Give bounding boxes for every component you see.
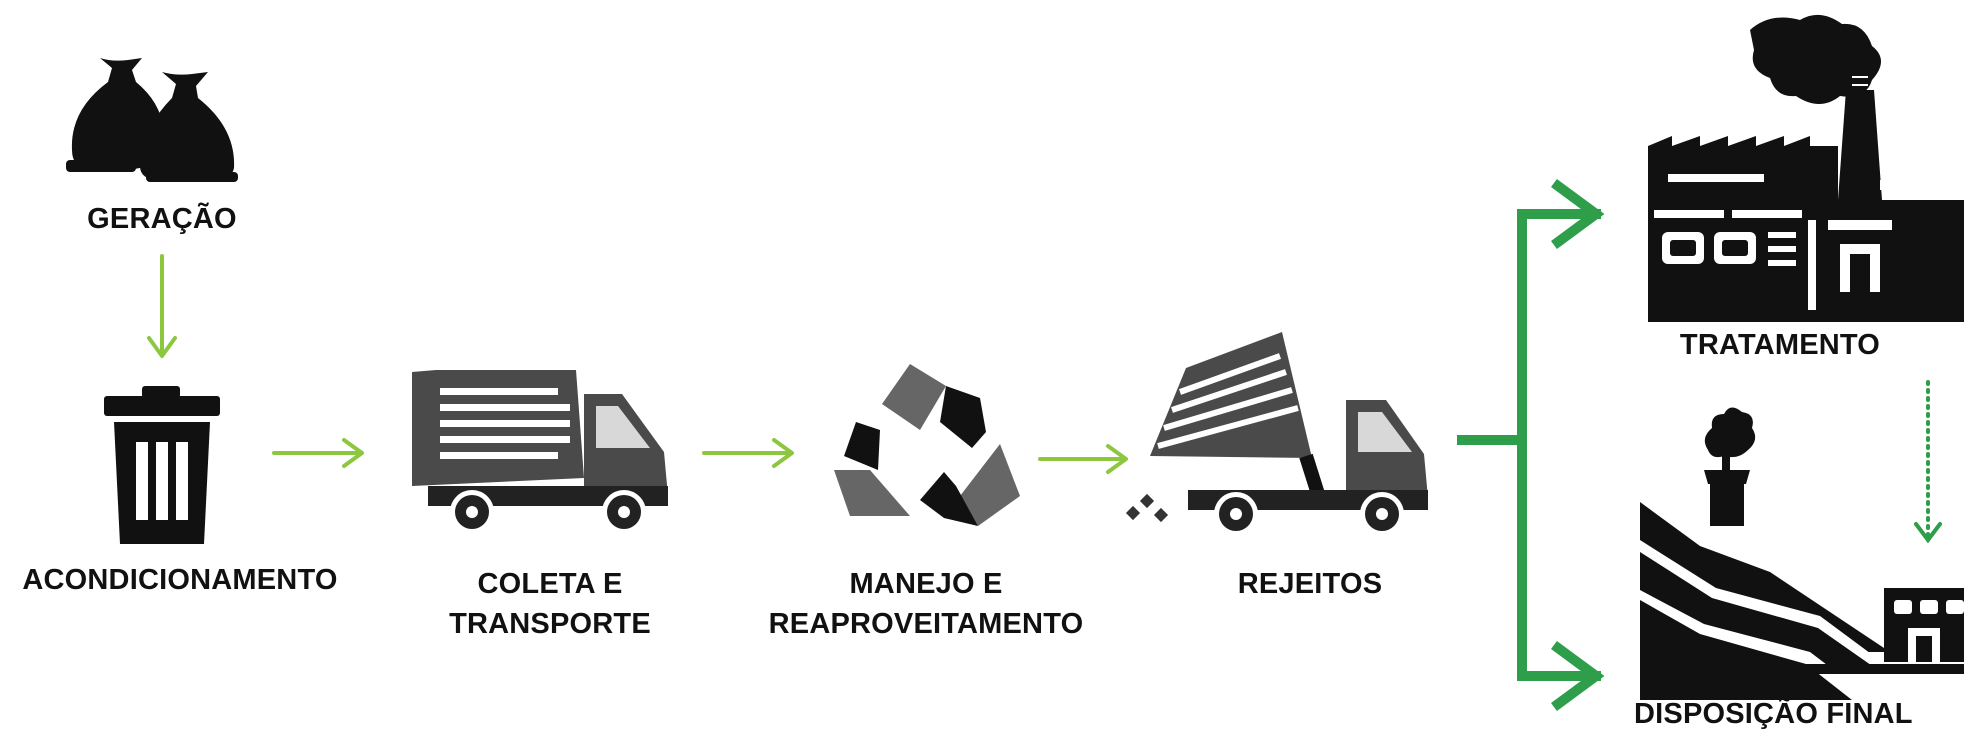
label-disposicao-final: DISPOSIÇÃO FINAL: [1634, 698, 1913, 730]
label-geracao: GERAÇÃO: [87, 203, 237, 235]
recycle-icon: [834, 364, 1020, 526]
label-tratamento: TRATAMENTO: [1679, 329, 1881, 361]
label-acondicionamento: ACONDICIONAMENTO: [22, 564, 338, 596]
label-rejeitos: REJEITOS: [1237, 568, 1383, 600]
flow-arrow-2: [702, 438, 794, 468]
label-coleta-line2: TRANSPORTE: [449, 608, 651, 640]
dump-truck-icon: [1125, 332, 1428, 536]
flow-arrow-1: [272, 438, 364, 468]
flow-arrow-down: [147, 254, 177, 358]
label-coleta-line1: COLETA E: [477, 568, 623, 600]
garbage-bags-icon: [66, 58, 238, 182]
flow-arrow-3: [1038, 444, 1128, 474]
label-manejo-line1: MANEJO E: [849, 568, 1003, 600]
dotted-arrow: [1914, 380, 1942, 544]
landfill-icon: [1640, 407, 1964, 700]
trash-can-icon: [104, 386, 220, 544]
label-manejo-line2: REAPROVEITAMENTO: [768, 608, 1084, 640]
factory-icon: [1648, 14, 1964, 322]
branch-arrow: [1457, 179, 1605, 711]
garbage-truck-icon: [412, 370, 668, 534]
